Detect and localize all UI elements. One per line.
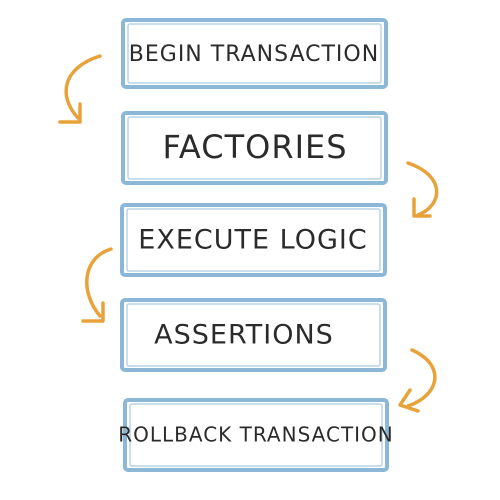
step-label-execute-logic: EXECUTE LOGIC	[138, 225, 367, 256]
step-rollback-transaction: ROLLBACK TRANSACTION	[118, 398, 394, 472]
step-label-factories: FACTORIES	[162, 128, 347, 166]
step-assertions: ASSERTIONS	[120, 298, 387, 372]
step-label-begin-transaction: BEGIN TRANSACTION	[129, 42, 379, 67]
step-factories: FACTORIES	[121, 111, 388, 185]
step-begin-transaction: BEGIN TRANSACTION	[121, 18, 388, 89]
curved-arrow-icon	[81, 247, 113, 323]
step-label-rollback-transaction: ROLLBACK TRANSACTION	[118, 423, 394, 447]
curved-arrow-icon	[406, 161, 439, 218]
curved-arrow-icon	[58, 54, 102, 124]
step-label-assertions: ASSERTIONS	[154, 320, 334, 351]
curved-arrow-icon	[398, 348, 437, 413]
step-execute-logic: EXECUTE LOGIC	[120, 203, 387, 277]
